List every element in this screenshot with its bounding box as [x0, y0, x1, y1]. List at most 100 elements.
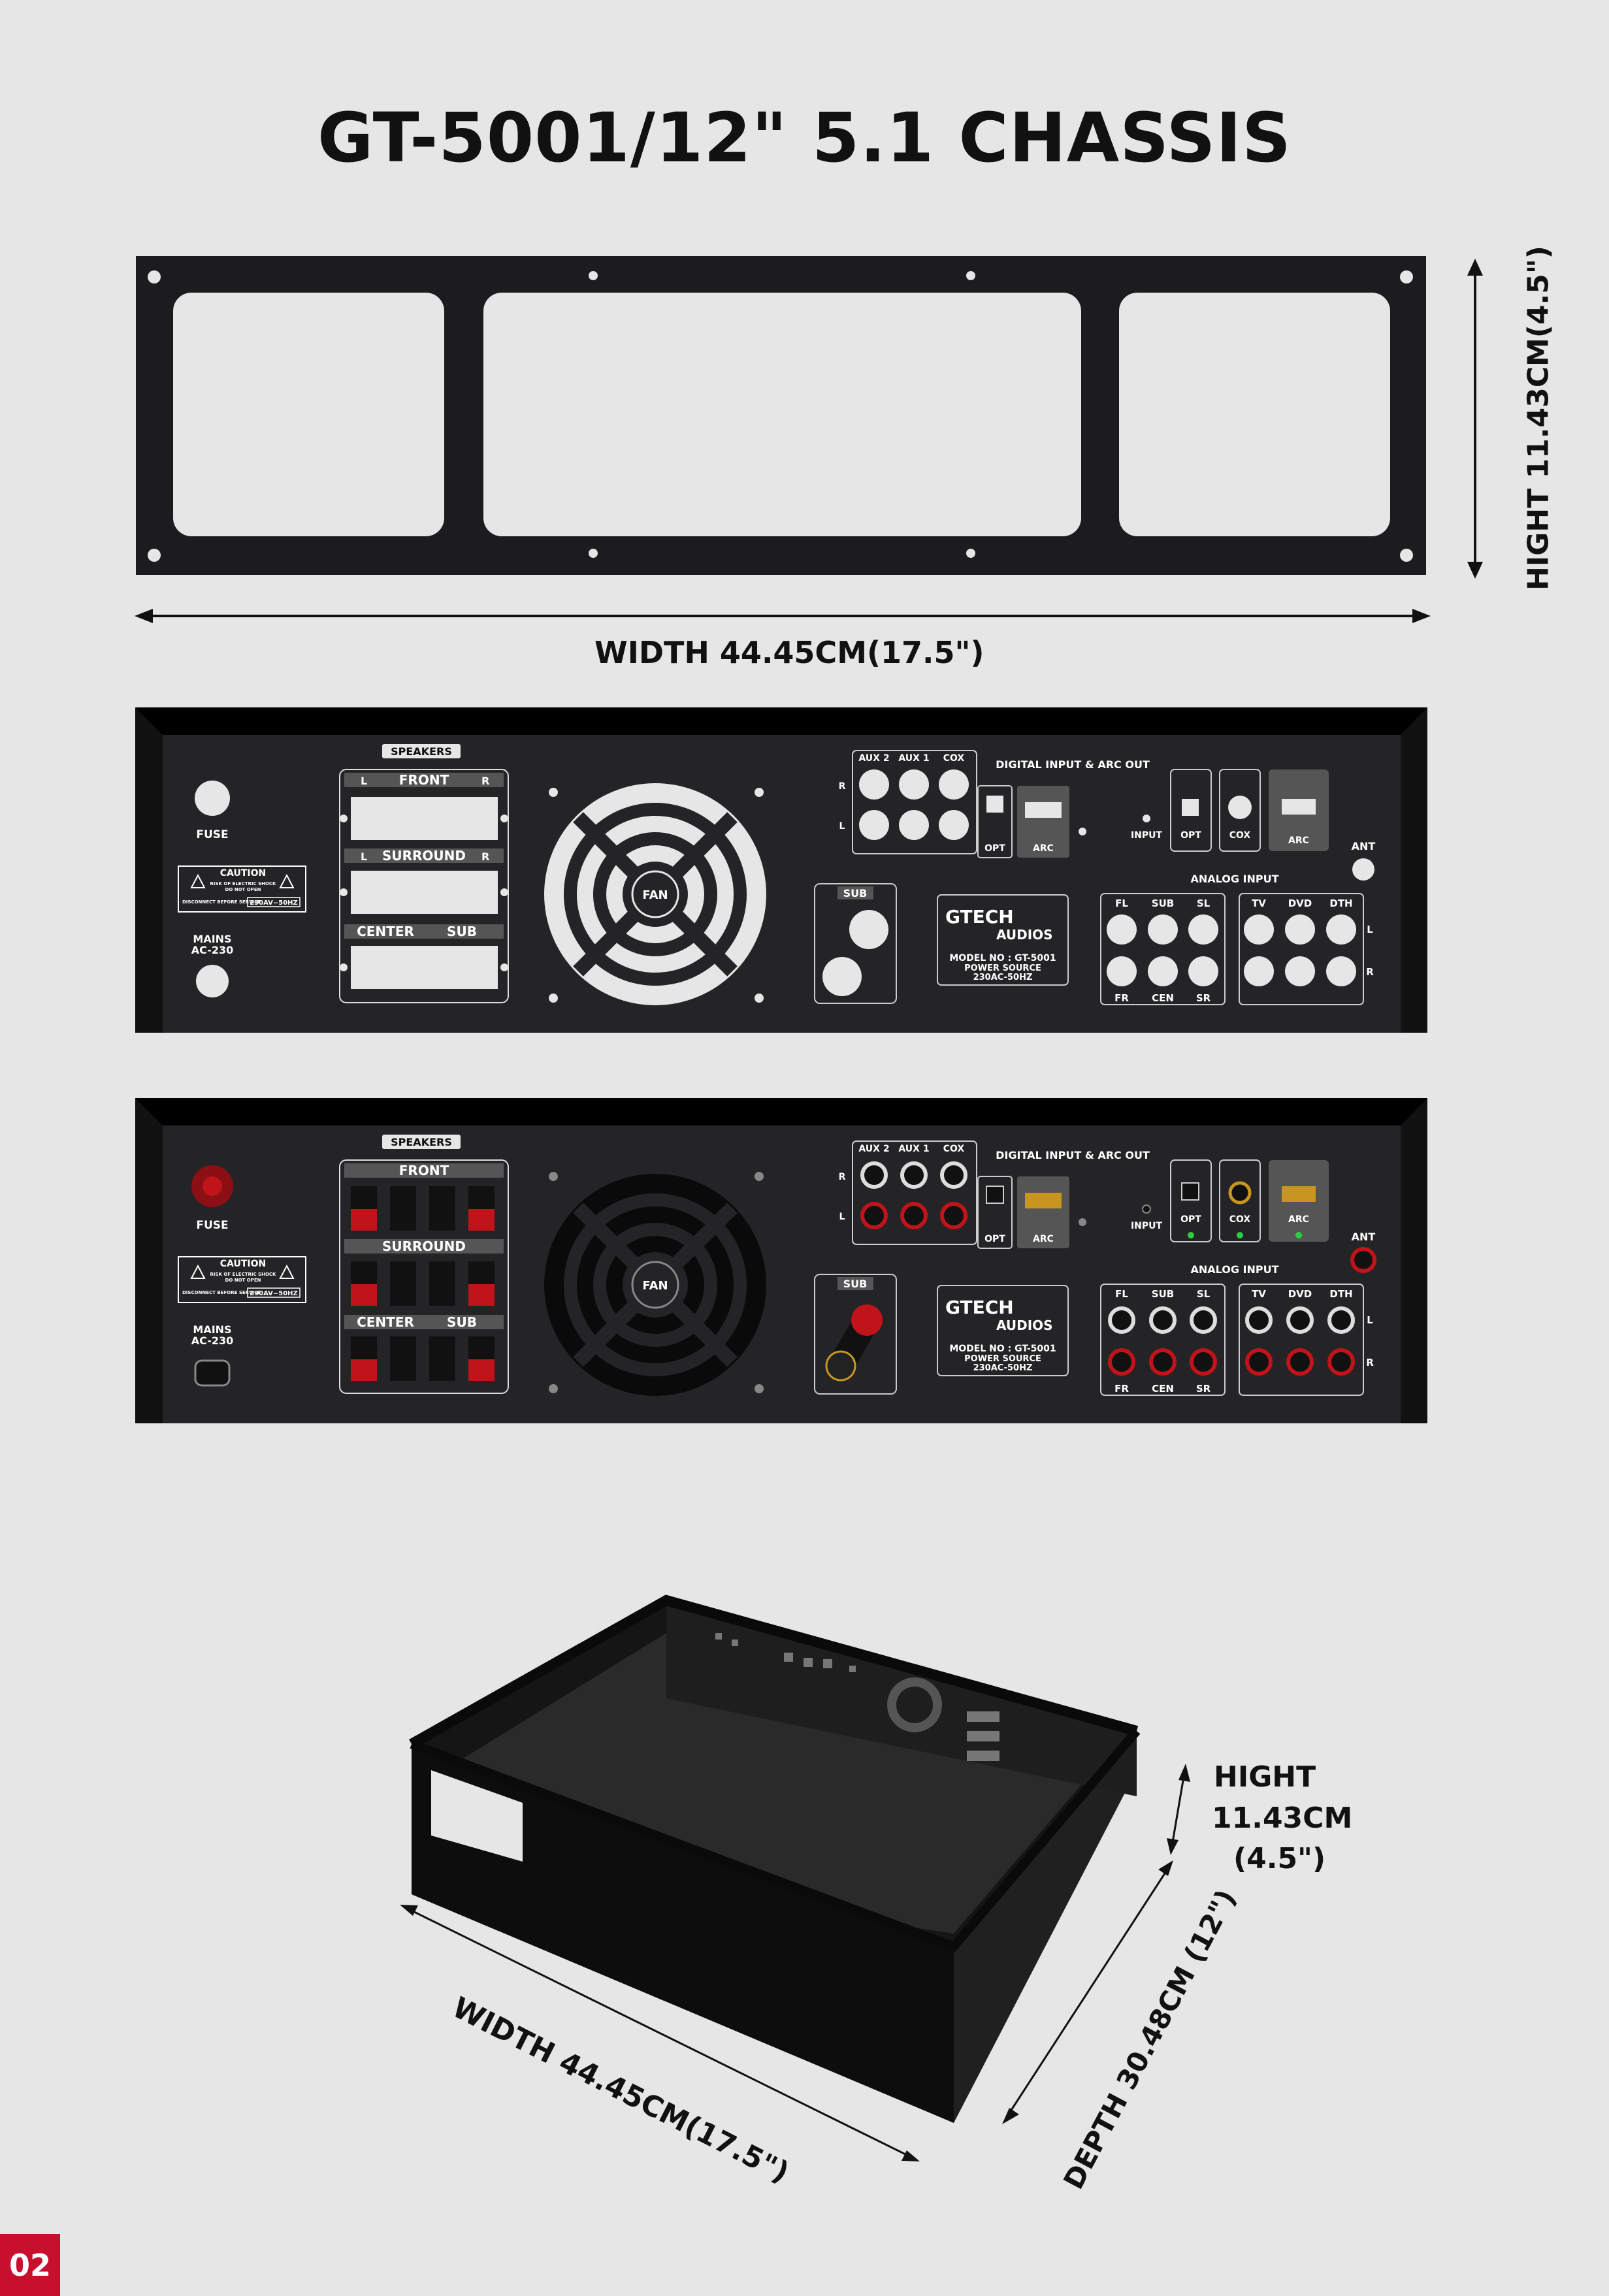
front-panel-drawing	[135, 256, 1483, 623]
svg-text:DISCONNECT BEFORE SERVICE: DISCONNECT BEFORE SERVICE	[182, 899, 261, 905]
svg-text:FR: FR	[1114, 1383, 1129, 1395]
svg-text:INPUT: INPUT	[1131, 830, 1163, 841]
svg-text:ARC: ARC	[1033, 1234, 1054, 1244]
brand-plate	[937, 894, 1069, 986]
svg-text:L: L	[1367, 924, 1373, 935]
svg-text:DVD: DVD	[1288, 1288, 1312, 1300]
iso-height-label-3: (4.5")	[1233, 1842, 1326, 1875]
svg-text:R: R	[839, 1172, 846, 1182]
svg-text:TV: TV	[1252, 897, 1266, 909]
svg-text:DISCONNECT BEFORE SERVICE: DISCONNECT BEFORE SERVICE	[182, 1290, 261, 1295]
svg-text:SURROUND: SURROUND	[382, 1238, 466, 1254]
svg-text:ANT: ANT	[1352, 1231, 1376, 1243]
svg-text:FR: FR	[1114, 992, 1129, 1004]
width-dimension-arrow	[135, 609, 1431, 623]
iso-width-arrow	[400, 1905, 920, 2161]
svg-text:SL: SL	[1197, 897, 1211, 909]
svg-text:FRONT: FRONT	[399, 1163, 449, 1178]
page-title: GT-5001/12" 5.1 CHASSIS	[317, 98, 1292, 178]
svg-text:SUB: SUB	[843, 887, 868, 899]
svg-text:OPT: OPT	[984, 843, 1005, 854]
front-label: FRONT	[399, 772, 449, 788]
svg-text:R: R	[481, 775, 489, 787]
center-terminal-cutout	[351, 946, 498, 989]
svg-text:DTH: DTH	[1329, 1288, 1352, 1300]
svg-text:OPT: OPT	[1180, 1214, 1201, 1225]
svg-text:L: L	[361, 775, 367, 787]
svg-text:SUB: SUB	[447, 1314, 477, 1330]
speakers-label: SPEAKERS	[391, 745, 452, 758]
surround-label: SURROUND	[382, 848, 466, 864]
iso-height-label-1: HIGHT	[1214, 1760, 1316, 1794]
svg-text:230AC-50HZ: 230AC-50HZ	[973, 973, 1033, 982]
svg-text:OPT: OPT	[1180, 830, 1201, 841]
svg-text:AUX 2: AUX 2	[858, 753, 889, 764]
svg-text:AUX 1: AUX 1	[898, 1144, 929, 1154]
svg-text:L: L	[1367, 1314, 1373, 1326]
svg-text:MAINS: MAINS	[193, 1323, 231, 1336]
page-number: 02	[0, 2234, 60, 2296]
svg-text:POWER SOURCE: POWER SOURCE	[964, 963, 1041, 973]
svg-text:DIGITAL INPUT & ARC OUT: DIGITAL INPUT & ARC OUT	[996, 1149, 1150, 1161]
svg-text:ARC: ARC	[1033, 843, 1054, 854]
iso-height-arrow	[1167, 1764, 1190, 1855]
mains-voltage-label: AC-230	[191, 944, 234, 956]
svg-text:SR: SR	[1196, 992, 1211, 1004]
svg-text:FUSE: FUSE	[196, 1219, 228, 1232]
svg-text:DTH: DTH	[1329, 897, 1352, 909]
sub-out-block	[814, 883, 897, 1004]
svg-text:R: R	[481, 850, 489, 863]
chassis-front-side	[412, 1744, 954, 2123]
svg-text:FL: FL	[1115, 1288, 1128, 1300]
svg-text:DO NOT OPEN: DO NOT OPEN	[225, 1278, 261, 1283]
svg-text:AUX 1: AUX 1	[898, 753, 929, 764]
svg-text:SL: SL	[1197, 1288, 1211, 1300]
svg-text:DVD: DVD	[1288, 897, 1312, 909]
svg-text:RISK OF ELECTRIC SHOCK: RISK OF ELECTRIC SHOCK	[210, 881, 277, 886]
fuse-hole	[195, 781, 230, 816]
svg-text:CEN: CEN	[1152, 992, 1174, 1004]
svg-text:COX: COX	[1229, 830, 1251, 841]
mains-hole	[196, 965, 229, 997]
center-label: CENTER	[357, 924, 414, 939]
svg-text:AUDIOS: AUDIOS	[996, 927, 1053, 943]
rear-panel-outline: FUSE CAUTION RISK OF ELECTRIC SHOCK DO N…	[135, 707, 1427, 1033]
rear-panel-rendered: FUSE CAUTION RISK OF ELECTRIC SHOCK DO N…	[135, 1098, 1427, 1423]
front-width-label: WIDTH 44.45CM(17.5")	[594, 635, 984, 670]
svg-text:GTECH: GTECH	[945, 1297, 1014, 1318]
speaker-terminals	[351, 1186, 495, 1381]
front-cutout-center	[483, 293, 1081, 536]
svg-text:SR: SR	[1196, 1383, 1211, 1395]
svg-text:SPEAKERS: SPEAKERS	[391, 1136, 452, 1148]
svg-text:L: L	[839, 821, 845, 832]
svg-text:230AV~50HZ: 230AV~50HZ	[250, 899, 298, 907]
fan-label: FAN	[642, 888, 668, 902]
svg-text:ANT: ANT	[1352, 840, 1376, 852]
svg-text:COX: COX	[943, 1144, 965, 1154]
analog-input-label: ANALOG INPUT	[1190, 873, 1278, 885]
svg-text:L: L	[361, 850, 367, 863]
front-cutout-left	[173, 293, 444, 536]
svg-text:ARC: ARC	[1288, 835, 1309, 846]
mains-socket	[194, 1359, 231, 1387]
svg-text:MODEL NO : GT-5001: MODEL NO : GT-5001	[949, 1344, 1056, 1354]
front-terminal-cutout	[351, 797, 498, 840]
mains-label: MAINS	[193, 933, 231, 945]
fan-grille: FAN	[544, 783, 766, 1005]
svg-text:TV: TV	[1252, 1288, 1266, 1300]
svg-text:AUX 2: AUX 2	[858, 1144, 889, 1154]
svg-text:FL: FL	[1115, 897, 1128, 909]
aux-input-block	[852, 750, 977, 854]
svg-text:CAUTION: CAUTION	[220, 1259, 266, 1269]
front-height-label: HIGHT 11.43CM(4.5")	[1521, 246, 1555, 590]
svg-text:COX: COX	[1229, 1214, 1251, 1225]
front-cutout-right	[1119, 293, 1390, 536]
svg-text:R: R	[1366, 966, 1374, 978]
svg-text:INPUT: INPUT	[1131, 1221, 1163, 1231]
caution-label-rendered: CAUTION RISK OF ELECTRIC SHOCK DO NOT OP…	[178, 1256, 306, 1303]
svg-text:OPT: OPT	[984, 1234, 1005, 1244]
svg-text:L: L	[839, 1212, 845, 1222]
isometric-chassis	[400, 1594, 1190, 2161]
svg-text:ANALOG INPUT: ANALOG INPUT	[1190, 1263, 1278, 1276]
iso-height-label-2: 11.43CM	[1212, 1802, 1353, 1835]
